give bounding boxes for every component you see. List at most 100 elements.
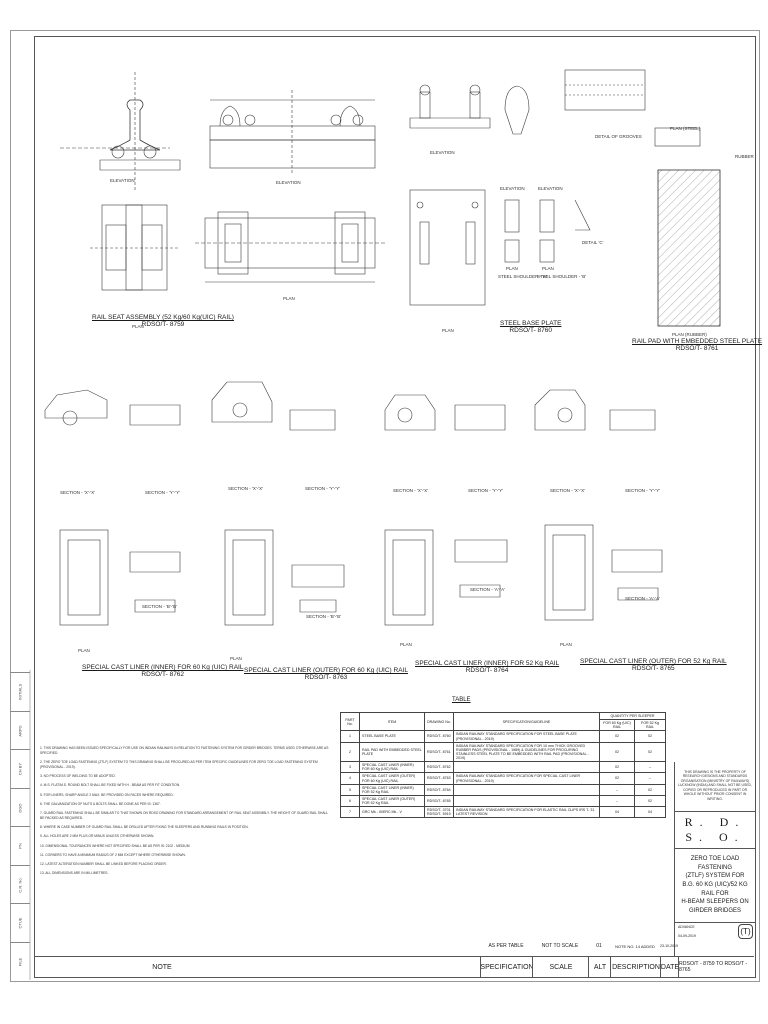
rail-pad-plan-steel-label: PLAN (STEEL) [670, 126, 701, 131]
liner-title: SPECIAL CAST LINER (OUTER) FOR 52 Kg RAI… [580, 658, 727, 665]
base-plate-elevation-label: ELEVATION [430, 150, 455, 155]
drawing-title-line: GIRDER BRIDGES [688, 908, 741, 915]
qty-52-cell: 02 [634, 794, 666, 808]
col-header-item: ITEM [359, 711, 425, 732]
signature-cell-label: ARPG [17, 725, 23, 737]
rail-pad-grooves [564, 69, 701, 147]
rail-pad-caption: RAIL PAD WITH EMBEDDED STEEL PLATE RDSO/… [632, 338, 762, 353]
note-item: 7. GUARD RAIL FASTENING SHALL BE SIMILAR… [40, 811, 329, 820]
detail-c-label: DETAIL 'C' [582, 240, 604, 245]
col-header-part-no: PART No. [340, 711, 360, 732]
section-details-row [44, 381, 656, 431]
signature-cell: PN [10, 826, 30, 866]
signature-cell: CH BY [10, 749, 30, 789]
note-item: 1. THIS DRAWING HAS BEEN ISSUED SPECIFIC… [40, 746, 329, 755]
general-notes: 1. THIS DRAWING HAS BEEN ISSUED SPECIFIC… [40, 746, 330, 881]
col-header-spec: SPECIFICATION/GUIDELINE [453, 711, 600, 732]
spec-cell: INDIAN RAILWAY STANDARD SPECIFICATION FO… [453, 806, 600, 819]
liner-caption: SPECIAL CAST LINER (OUTER) FOR 52 Kg RAI… [580, 658, 727, 673]
qty-60-cell: 04 [599, 806, 635, 819]
strip-specification: SPECIFICATION [480, 957, 534, 977]
spec-cell [453, 783, 600, 796]
part-no-cell: 3 [340, 761, 360, 774]
liner-plan-label: PLAN [78, 648, 90, 653]
drawing-title-line: ZERO TOE LOAD FASTENING [690, 855, 740, 871]
drawing-no-cell: RDSO/T- 3701 RDSO/T- 5919 [424, 806, 454, 819]
shoulder-plan-1-label: PLAN [506, 266, 518, 271]
outer-frame [10, 30, 760, 982]
liner-title: SPECIAL CAST LINER (INNER) FOR 60 Kg (UI… [82, 664, 244, 671]
qty-60-cell: 02 [599, 761, 635, 774]
part-no-cell: 6 [340, 794, 360, 808]
section-caption: SECTION - 'X'-'X' [550, 488, 585, 493]
signature-cell-label: DGO [17, 803, 23, 813]
rubber-label: RUBBER [735, 154, 754, 159]
liner-ref: RDSO/T- 8765 [632, 665, 675, 673]
organisation-name: R. D. S. O. [675, 810, 755, 849]
section-caption: SECTION - 'X'-'X' [393, 488, 428, 493]
note-item: 2. THE ZERO TOE LOAD FASTENING (ZTLF) SY… [40, 760, 318, 769]
signature-cell: ARPG [10, 710, 30, 751]
col-header-qty-60: FOR 60 Kg (UIC) RAIL [599, 719, 635, 732]
item-cell: GRC Mk - III/ERC Mk - V [359, 806, 425, 819]
note-item: 11. CORNERS TO HAVE A MINIMUM RADIUS OF … [40, 852, 186, 857]
liner-caption: SPECIAL CAST LINER (OUTER) FOR 60 Kg (UI… [244, 667, 408, 682]
signature-cell-label: C.R. No. [17, 877, 23, 893]
strip-note: NOTE [152, 963, 172, 971]
strip-description: DESCRIPTION [610, 957, 661, 977]
note-item: 6. THE GALVANIZATION OF NUTS & BOLTS SHA… [40, 801, 161, 806]
rail-pad-ref: RDSO/T- 8761 [675, 345, 719, 353]
liner-ref: RDSO/T- 8763 [304, 674, 348, 682]
rail-seat-inset-plan-label: PLAN [132, 324, 144, 329]
col-header-qty: QUANTITY PER SLEEPER [599, 711, 666, 721]
part-no-cell: 4 [340, 772, 360, 785]
part-no-cell: 1 [340, 730, 360, 743]
drawing-title: ZERO TOE LOAD FASTENING(ZTLF) SYSTEM FOR… [675, 849, 755, 916]
liner-title: SPECIAL CAST LINER (INNER) FOR 52 Kg RAI… [415, 660, 560, 667]
item-cell: RAIL PAD WITH EMBEDDED STEEL PLATE [359, 741, 425, 763]
section-caption: SECTION - 'Y'-'Y' [468, 488, 503, 493]
item-cell: SPECIAL CAST LINER (OUTER) FOR 60 Kg (UI… [359, 772, 425, 785]
liner-ref: RDSO/T- 8764 [465, 667, 509, 675]
drawing-no-cell: RDSO/T- 8765 [424, 794, 454, 808]
steel-base-plate-elevation [409, 84, 491, 129]
drawing-no-cell: RDSO/T- 8763 [424, 772, 454, 785]
steel-base-plate-caption: STEEL BASE PLATE RDSO/T- 8760 [500, 320, 561, 335]
qty-52-cell: -- [634, 761, 666, 774]
part-no-cell: 2 [340, 741, 360, 763]
title-block: THIS DRAWING IS THE PROPERTY OF RESEARCH… [674, 762, 755, 956]
liner-section-label: SECTION - 'B'-'B' [142, 604, 177, 609]
strip-date: DATE [660, 957, 679, 977]
section-caption: SECTION - 'Y'-'Y' [625, 488, 660, 493]
drawing-title-line: H-BEAM SLEEPERS ON [681, 899, 749, 906]
spec-cell [453, 794, 600, 808]
item-cell: SPECIAL CAST LINER (OUTER) FOR 52 Kg RAI… [359, 794, 425, 808]
rail-pad-title: RAIL PAD WITH EMBEDDED STEEL PLATE [632, 338, 763, 345]
section-caption: SECTION - 'Y'-'Y' [305, 486, 340, 491]
spec-cell [453, 761, 600, 774]
qty-60-cell: -- [599, 794, 635, 808]
strip-drawing-range: RDSO/T - 8759 TO RDSO/T - 8765 [678, 957, 755, 977]
liner-plan-label: PLAN [230, 656, 242, 661]
rail-seat-elevation-label: ELEVATION [276, 180, 301, 185]
liner-section-label: SECTION - 'A'-'A' [625, 596, 660, 601]
category-code: (T) [738, 924, 753, 939]
liner-caption: SPECIAL CAST LINER (INNER) FOR 60 Kg (UI… [82, 664, 243, 679]
spec-cell: INDIAN RAILWAY STANDARD SPECIFICATION FO… [453, 772, 600, 785]
rail-profile-view [60, 72, 181, 190]
description-value: NOTE No. 14 ADDED [615, 943, 655, 949]
signature-cell-label: CTUE [17, 917, 23, 929]
note-item: 9. ALL HOLES ARE 2 MM PLUS OR MINUS UNLE… [40, 834, 155, 839]
stage-box: ADVANCE 04-09-2019 (T) [675, 922, 755, 943]
qty-52-cell: 04 [634, 806, 666, 819]
rail-seat-plan-large [195, 211, 385, 283]
base-plate-plan-label: PLAN [442, 328, 454, 333]
shoulder-a-label: STEEL SHOULDER - 'A' [498, 274, 548, 279]
steel-base-plate-title: STEEL BASE PLATE [500, 320, 562, 327]
signature-cell: INITIALS [10, 672, 30, 712]
